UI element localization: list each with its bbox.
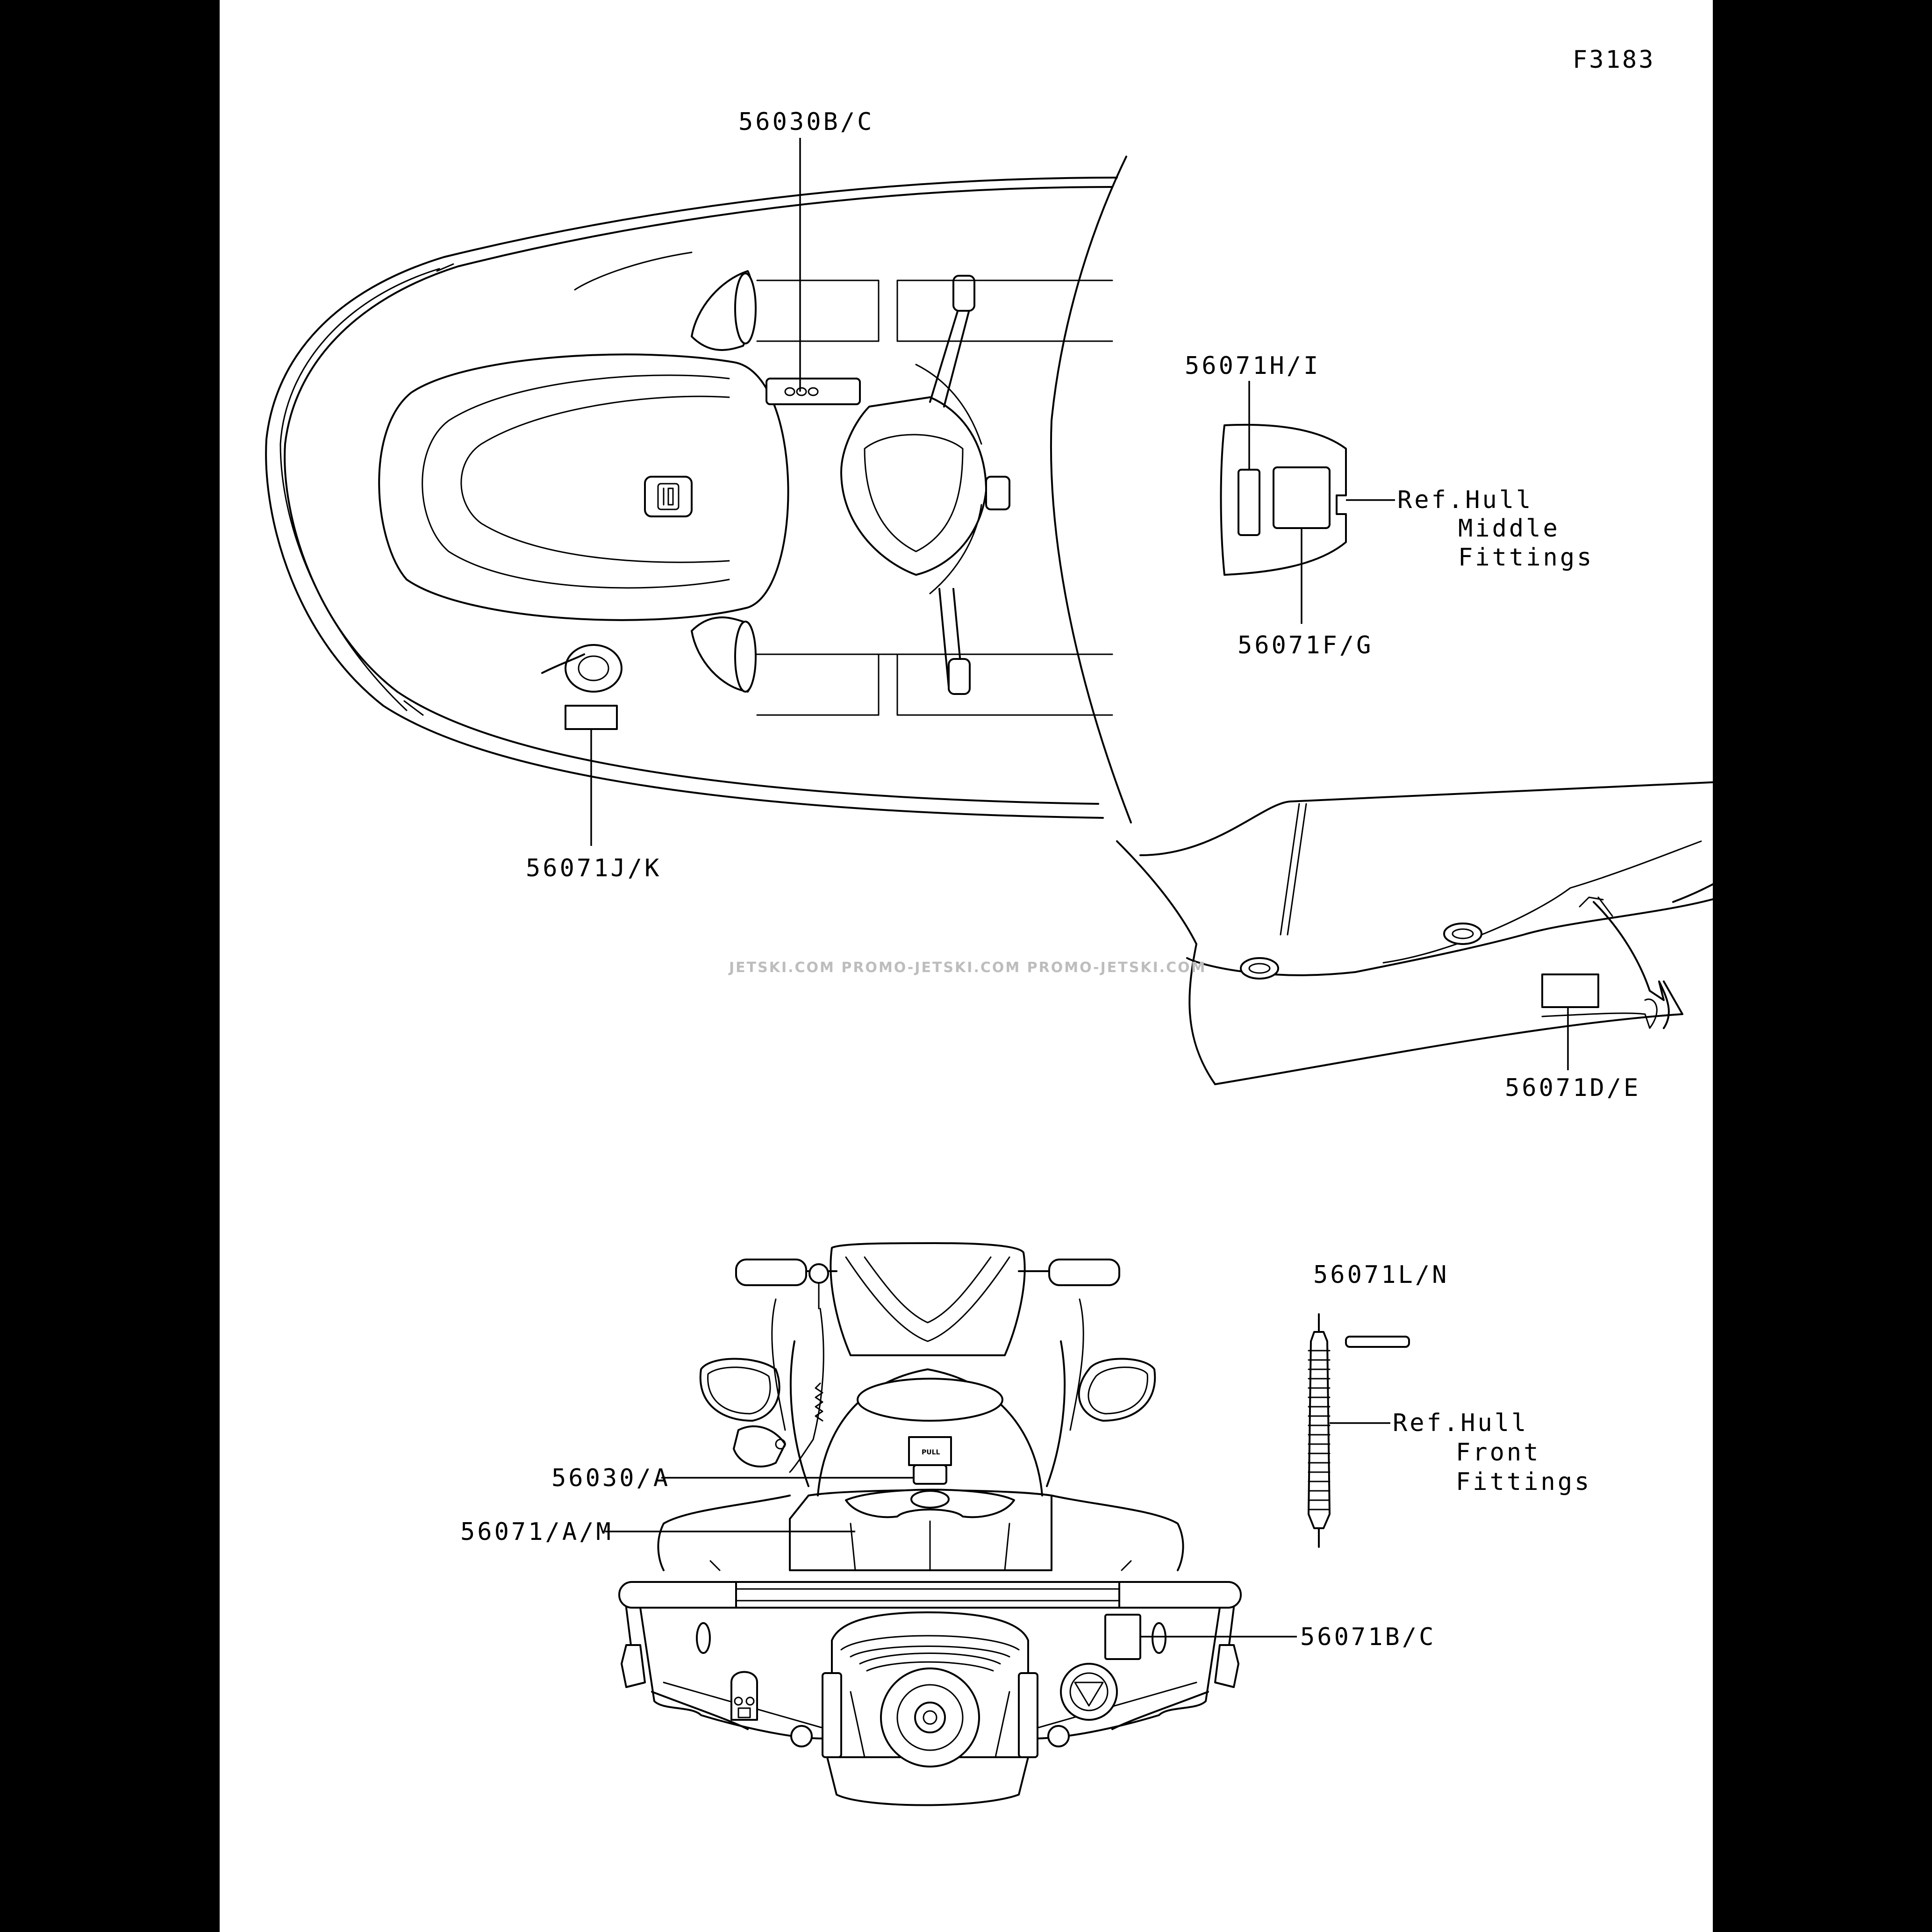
callout-56071fg: 56071F/G [1238, 631, 1373, 659]
callout-56030bc: 56030B/C [738, 108, 874, 136]
ref-hull-front-line2: Front [1456, 1438, 1541, 1467]
callout-56071de: 56071D/E [1505, 1074, 1640, 1102]
rear-view-drawing: PULL [618, 1242, 1242, 1806]
callout-56071bc: 56071B/C [1300, 1623, 1436, 1651]
callout-56030a: 56030/A [551, 1464, 670, 1492]
top-view-drawing [265, 156, 1132, 823]
watermark: JETSKI.COM PROMO-JETSKI.COM PROMO-JETSKI… [728, 959, 1207, 976]
front-fittings-drawing [1308, 1313, 1410, 1548]
ref-hull-middle-line1: Ref.Hull [1397, 486, 1533, 514]
ref-hull-middle-line2: Middle [1458, 515, 1560, 543]
middle-fittings-drawing [1220, 423, 1347, 576]
callout-56071am: 56071/A/M [460, 1518, 613, 1546]
ref-hull-front-line1: Ref.Hull [1393, 1409, 1528, 1437]
figure-code: F3183 [1573, 46, 1655, 74]
callout-56071hi: 56071H/I [1185, 352, 1320, 380]
pull-tag-text: PULL [922, 1449, 940, 1456]
ref-hull-middle-line3: Fittings [1458, 544, 1594, 572]
ref-hull-front-line3: Fittings [1456, 1468, 1591, 1496]
callout-56071jk: 56071J/K [526, 854, 661, 882]
callout-56071ln: 56071L/N [1313, 1261, 1449, 1289]
seat-side-drawing [1116, 780, 1801, 1085]
